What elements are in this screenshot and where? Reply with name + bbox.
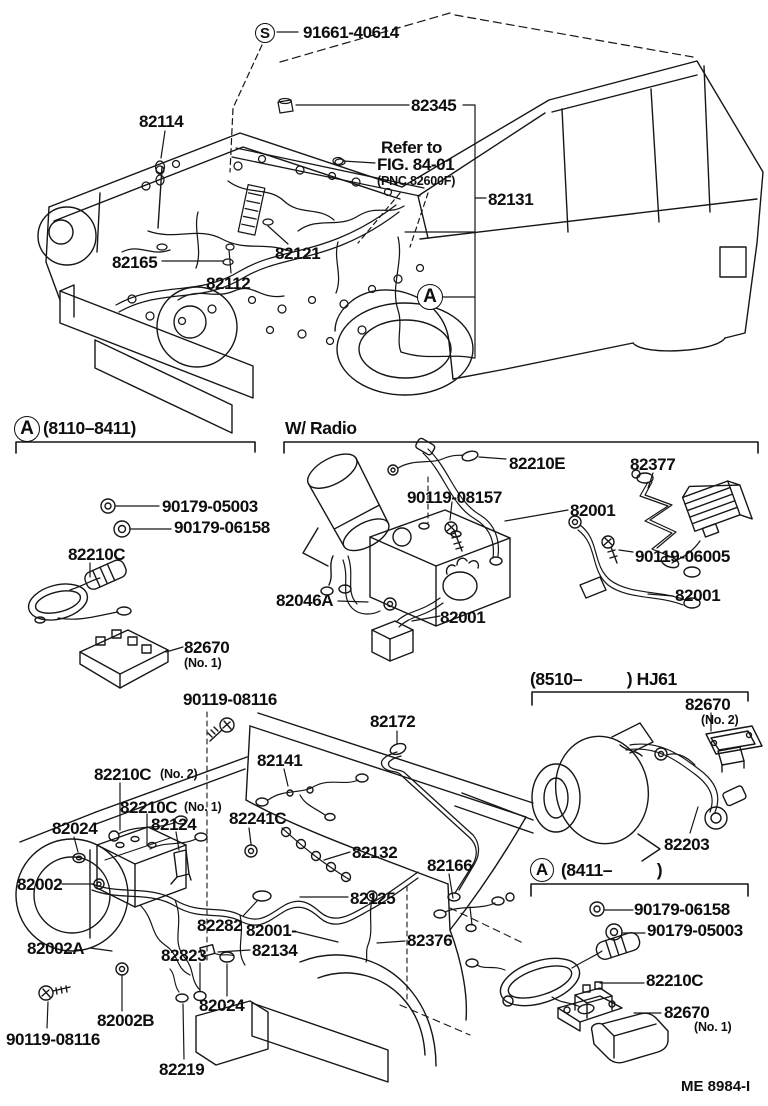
part-label-82002A: 82002A xyxy=(27,939,85,958)
part-label-82001-coil: 82001 xyxy=(570,501,616,520)
part-label-refer-line3: (PNC 82600F) xyxy=(377,174,456,188)
part-label-82210C-no2: 82210C xyxy=(94,765,152,784)
part-label-90119-08116-a: 90119-08116 xyxy=(183,690,277,709)
part-label-82166: 82166 xyxy=(427,856,473,875)
part-label-82210C-a: 82210C xyxy=(68,545,126,564)
bottom-vehicle-art xyxy=(15,711,534,1083)
part-label-82219: 82219 xyxy=(159,1060,205,1079)
part-label-refer-line2: FIG. 84-01 xyxy=(377,155,455,174)
part-label-hdr-a2: (8411– ) xyxy=(561,860,663,880)
part-label-82670-b-sub: (No. 1) xyxy=(694,1020,732,1034)
part-label-82670-no2-sub: (No. 2) xyxy=(701,713,739,727)
circled-a-marker-a-top: A xyxy=(417,284,443,310)
circled-a-marker-a-sec2: A xyxy=(530,858,554,882)
part-label-82376: 82376 xyxy=(407,931,453,950)
part-label-82121: 82121 xyxy=(275,244,321,263)
part-label-footer-code: ME 8984-I xyxy=(681,1078,751,1095)
part-label-82210E: 82210E xyxy=(509,454,566,473)
part-label-82241C: 82241C xyxy=(229,809,287,828)
section-a1-art xyxy=(15,441,256,742)
part-label-82165: 82165 xyxy=(112,253,158,272)
top-engine-harness-art xyxy=(115,97,475,359)
top-vehicle-body-art xyxy=(37,60,764,434)
top-leader-lines xyxy=(160,12,694,359)
part-label-82114: 82114 xyxy=(139,112,184,131)
part-label-82046A: 82046A xyxy=(276,591,334,610)
part-label-hdr-a1: (8110–8411) xyxy=(43,418,136,438)
part-label-82670-a: 82670 xyxy=(184,638,230,657)
part-label-82002: 82002 xyxy=(17,875,63,894)
part-label-90179-05003-a: 90179-05003 xyxy=(162,497,258,516)
part-label-82345: 82345 xyxy=(411,96,457,115)
part-label-82210C-no1: 82210C xyxy=(120,798,178,817)
part-label-90179-06158-a: 90179-06158 xyxy=(174,518,270,537)
part-label-82670-b: 82670 xyxy=(664,1003,710,1022)
part-label-82210C-no1-sub: (No. 1) xyxy=(184,800,222,814)
part-label-82002B: 82002B xyxy=(97,1011,155,1030)
part-label-82001-dash: 82001- xyxy=(246,921,297,940)
part-label-82124: 82124 xyxy=(151,815,197,834)
part-label-82377: 82377 xyxy=(630,455,676,474)
part-label-82210C-no2-sub: (No. 2) xyxy=(160,767,198,781)
part-label-82112: 82112 xyxy=(206,274,251,293)
part-label-90179-06158-b: 90179-06158 xyxy=(634,900,730,919)
part-label-82024-b: 82024 xyxy=(199,996,245,1015)
part-label-82203: 82203 xyxy=(664,835,710,854)
part-label-90179-05003-b: 90179-05003 xyxy=(647,921,743,940)
part-label-82823: 82823 xyxy=(161,946,207,965)
part-label-refer-line1: Refer to xyxy=(381,138,443,157)
part-label-90119-08116-b: 90119-08116 xyxy=(6,1030,100,1049)
circled-s-marker-s-top: S xyxy=(255,23,275,43)
part-label-82670-a-no: (No. 1) xyxy=(184,656,222,670)
part-label-hdr-hj61: (8510– ) HJ61 xyxy=(530,669,677,689)
part-label-82210C-b: 82210C xyxy=(646,971,704,990)
part-label-90119-06005: 90119-06005 xyxy=(635,547,730,566)
part-label-hdr-wradio: W/ Radio xyxy=(285,418,357,438)
part-label-82132: 82132 xyxy=(352,843,398,862)
part-label-90119-08157: 90119-08157 xyxy=(407,488,502,507)
part-label-82670-no2: 82670 xyxy=(685,695,731,714)
section-wradio-art xyxy=(283,437,759,662)
part-label-91661-40614: 91661-40614 xyxy=(303,23,399,42)
part-label-82172: 82172 xyxy=(370,712,416,731)
part-label-82131: 82131 xyxy=(488,190,534,209)
section-hj61-art xyxy=(531,691,763,862)
part-label-82141: 82141 xyxy=(257,751,303,770)
section-a2-art xyxy=(399,883,749,1064)
part-label-82001-mid: 82001 xyxy=(440,608,486,627)
part-label-82125: 82125 xyxy=(350,889,396,908)
circled-a-marker-a-sec1: A xyxy=(14,416,40,442)
part-label-82001-right: 82001 xyxy=(675,586,721,605)
part-label-82282: 82282 xyxy=(197,916,243,935)
part-label-82134: 82134 xyxy=(252,941,298,960)
part-label-82024-a: 82024 xyxy=(52,819,98,838)
